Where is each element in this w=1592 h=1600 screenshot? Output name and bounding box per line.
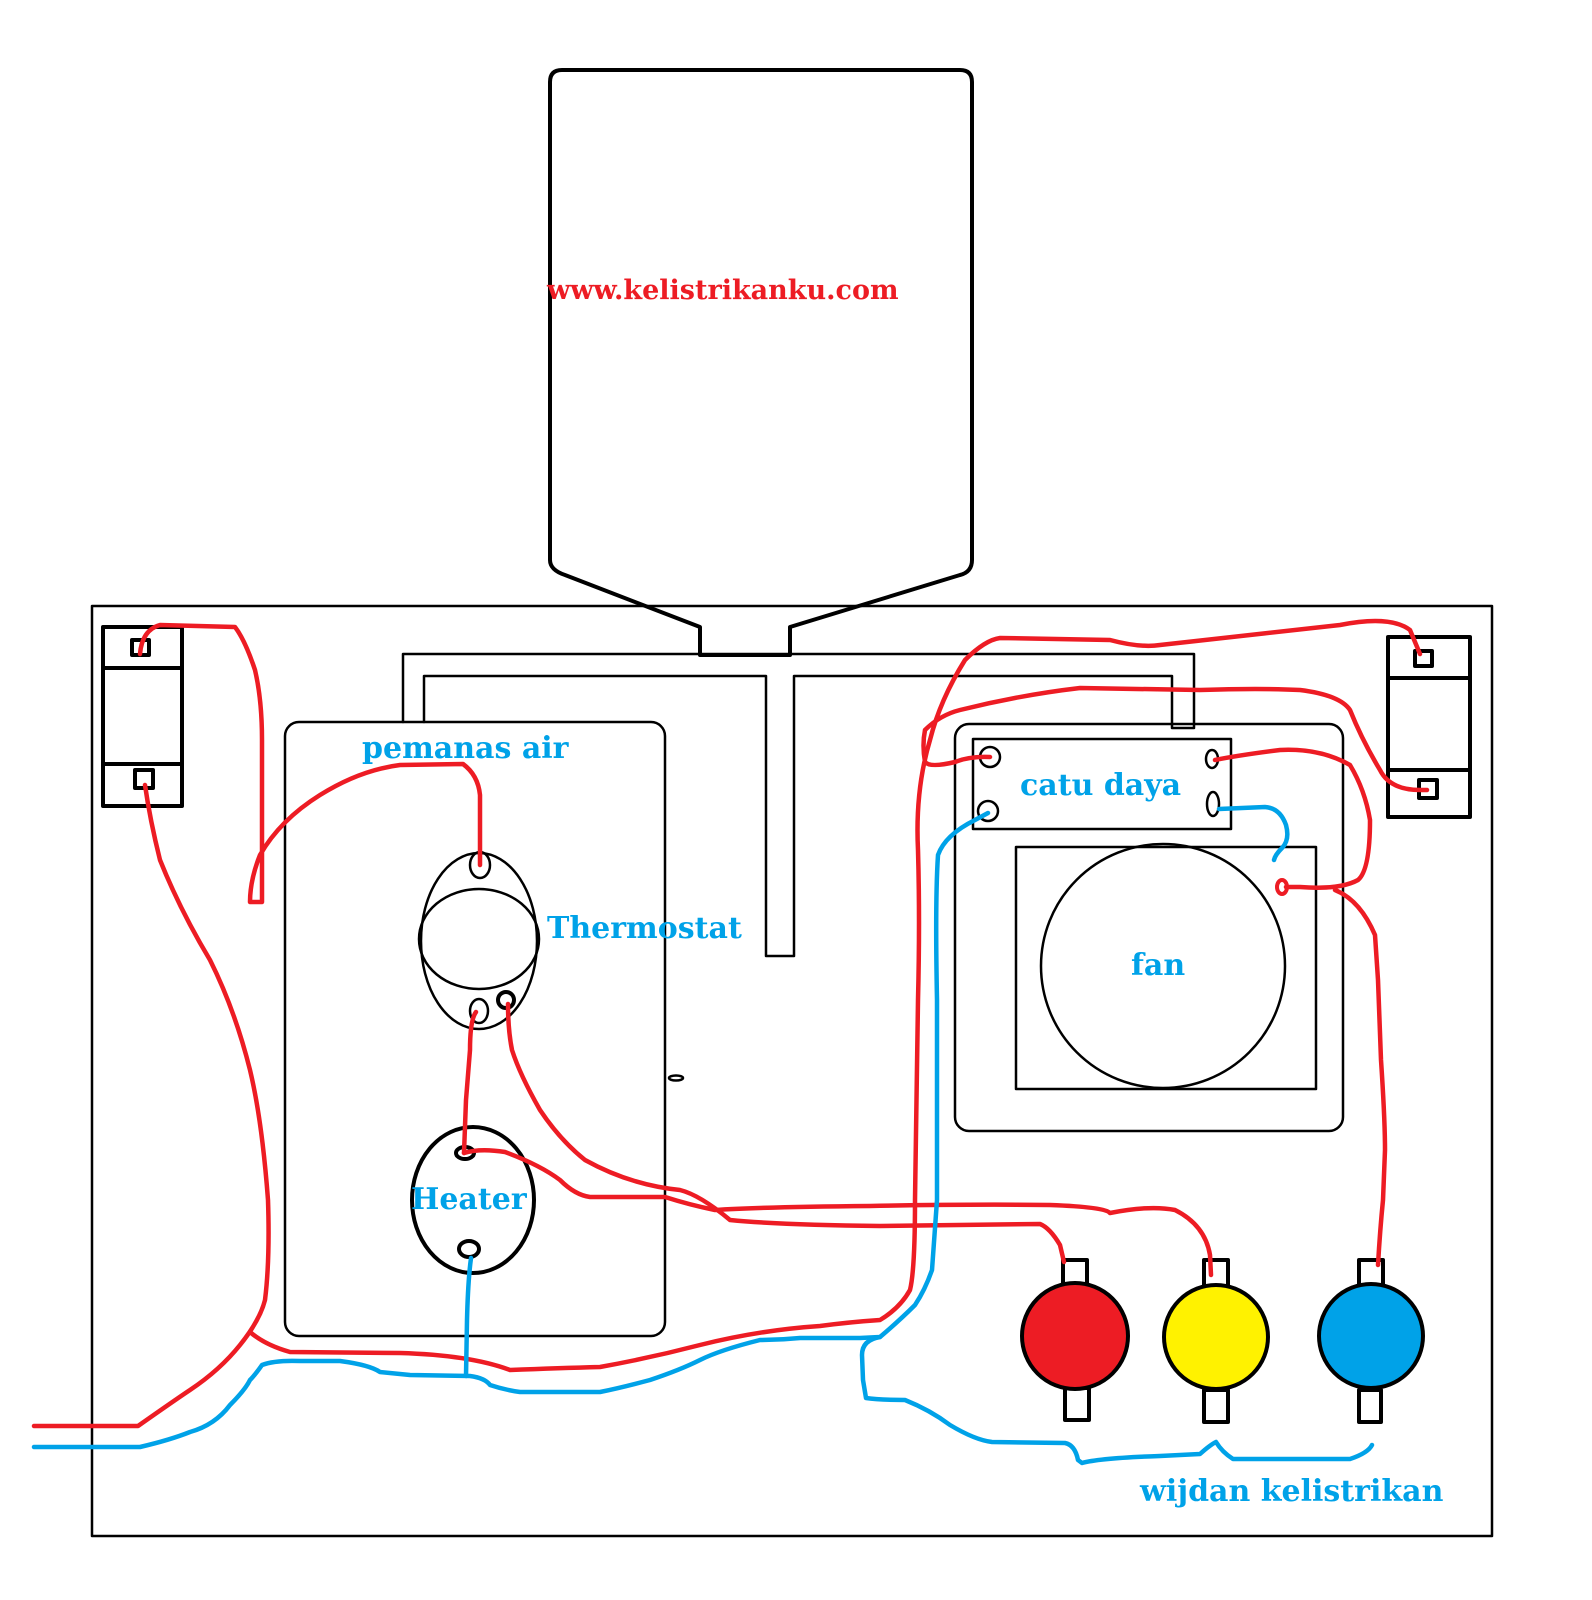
phase-fan-to-blue-lamp — [1332, 887, 1388, 1268]
fan-terminal-red — [1275, 878, 1289, 896]
thermostat[interactable] — [417, 850, 541, 1031]
phase-loop-to-psu-1 — [921, 685, 1430, 793]
neutral-heater — [463, 1255, 474, 1379]
cooler-housing — [953, 722, 1345, 1133]
label-heater: Heater — [411, 1182, 528, 1217]
neutral-psu-to-fan — [1216, 804, 1290, 863]
switch-right-terminal-top — [1413, 649, 1434, 668]
neutral-to-lamps — [859, 1334, 1375, 1466]
switch-left[interactable] — [101, 625, 184, 808]
water-pipe — [401, 652, 1196, 958]
psu-terminal-2 — [976, 799, 1000, 823]
neutral-wires — [31, 804, 1375, 1466]
housing-hole — [667, 1074, 685, 1082]
heater-terminal-bottom — [457, 1239, 481, 1259]
base-board — [90, 604, 1494, 1538]
psu-terminal-4 — [1205, 790, 1221, 818]
lamp-blue — [1317, 1258, 1425, 1424]
lamp-yellow — [1162, 1258, 1270, 1424]
signature-text: wijdan kelistrikan — [1139, 1474, 1444, 1509]
phase-wires — [31, 618, 1430, 1429]
fan[interactable] — [1014, 842, 1318, 1091]
label-power-supply: catu daya — [1020, 768, 1181, 803]
watermark-text: www.kelistrikanku.com — [546, 275, 899, 306]
power-supply[interactable] — [971, 737, 1233, 831]
phase-psu-to-fan — [1212, 747, 1373, 890]
neutral-main-in — [31, 810, 991, 1450]
heater-housing — [283, 720, 667, 1338]
phase-main-in — [31, 782, 271, 1429]
phase-switch-to-thermostat — [137, 622, 483, 905]
water-gallon — [548, 68, 974, 657]
phase-heater-to-yellow — [461, 1148, 1214, 1278]
thermostat-terminal-bottom-left — [468, 997, 490, 1025]
phase-thermostat-to-heater — [461, 1009, 479, 1156]
label-fan: fan — [1131, 948, 1185, 983]
phase-thermostat-to-red — [505, 1001, 1067, 1265]
switch-right[interactable] — [1386, 635, 1472, 819]
label-thermostat: Thermostat — [547, 911, 742, 946]
lamp-red — [1020, 1258, 1130, 1422]
phase-bottom-to-psu — [247, 618, 1423, 1373]
fan-blade-circle — [1039, 842, 1287, 1090]
label-water-heater: pemanas air — [362, 731, 570, 766]
